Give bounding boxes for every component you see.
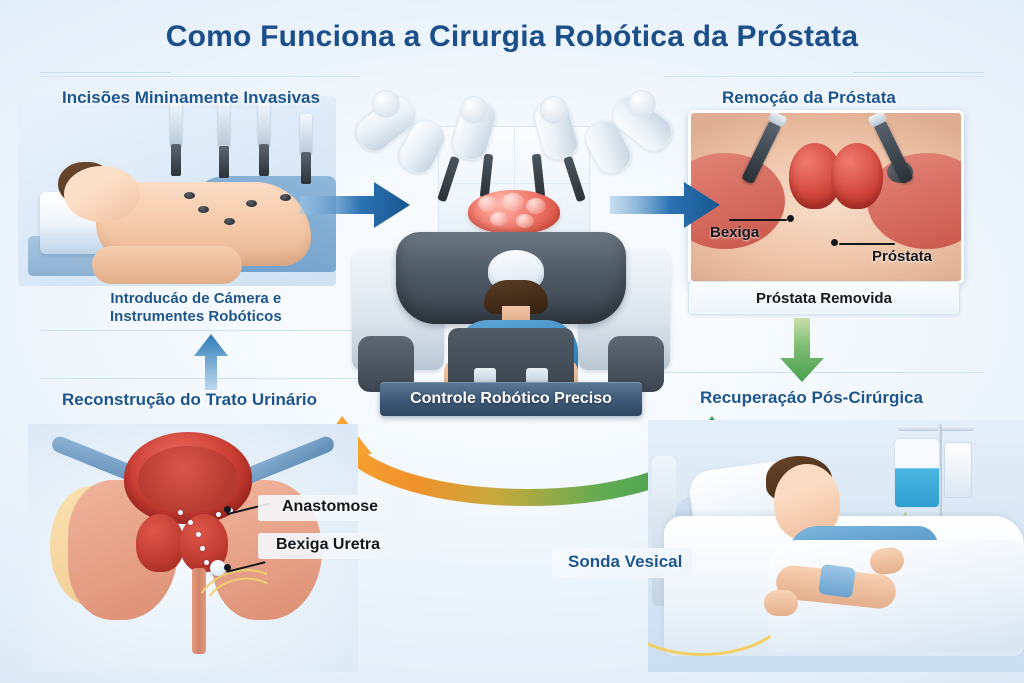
robotic-arm-joint-1 <box>372 90 400 118</box>
scene-robotic-arms <box>352 78 678 238</box>
prostate-lobe-right <box>831 143 883 209</box>
marker-prostata <box>831 239 838 246</box>
suture-4 <box>200 546 205 551</box>
trocar-3 <box>258 102 270 176</box>
patient-arm <box>92 246 242 284</box>
arrow-incision-to-introduction <box>194 334 228 390</box>
divider-left-lower <box>40 378 360 379</box>
anno-prostata: Próstata <box>872 248 933 265</box>
trocar-4 <box>300 114 312 184</box>
catheter-balloon <box>210 560 226 576</box>
incision-port-1 <box>184 192 195 199</box>
anno-panel-anastomose <box>258 495 416 521</box>
pelvic-muscle-right <box>867 153 961 249</box>
scene-post-surgical-recovery <box>648 420 1024 672</box>
anno-anastomose: Anastomose <box>282 498 379 515</box>
caption-prostate-removed: Próstata Removida <box>688 281 960 315</box>
incision-port-5 <box>224 218 235 225</box>
suture-2 <box>188 520 193 525</box>
iv-fluid-bag <box>894 438 940 508</box>
leader-prostata <box>839 243 895 245</box>
residual-tissue-left <box>136 514 184 572</box>
incision-port-3 <box>246 200 257 207</box>
anno-bexiga-uretra: Bexiga Uretra <box>276 536 381 553</box>
anno-panel-sonda <box>552 548 692 578</box>
step-label-incisions: Incisões Mininamente Invasivas <box>62 88 320 107</box>
robotic-arm-joint-2 <box>460 96 488 124</box>
incision-port-2 <box>198 206 209 213</box>
page-title: Como Funciona a Cirurgia Robótica da Pró… <box>165 20 859 53</box>
scene-minimally-invasive-incisions <box>18 96 336 286</box>
step-label-recovery: Recuperaçáo Pós-Cirúrgica <box>700 388 923 407</box>
title-divider-left <box>40 72 170 73</box>
marker-anastomose <box>224 506 231 513</box>
bladder <box>124 432 252 524</box>
divider-right-mid <box>664 372 984 373</box>
anno-sonda-vesical: Sonda Vesical <box>568 552 683 571</box>
arrow-removal-to-recovery <box>780 318 824 382</box>
prostate-tissue-mass <box>468 190 560 234</box>
suture-6 <box>216 512 221 517</box>
marker-bexiga <box>787 215 794 222</box>
step-label-prostate-removal: Remoçáo da Próstata <box>722 88 896 107</box>
iv-infusion-pump <box>944 442 972 498</box>
robotic-arm-joint-3 <box>540 96 568 124</box>
divider-left-mid <box>40 330 360 331</box>
title-divider-right <box>854 72 984 73</box>
iv-hanger-bar <box>898 426 974 431</box>
iv-pole <box>938 424 942 574</box>
anno-bexiga: Bexiga <box>710 224 760 241</box>
blood-pressure-cuff <box>818 563 856 599</box>
robotic-arm-joint-4 <box>628 90 656 118</box>
suture-3 <box>196 532 201 537</box>
urethra <box>192 568 206 654</box>
divider-right-upper <box>664 76 984 77</box>
incision-port-4 <box>280 194 291 201</box>
center-label-precise-robotic-control: Controle Robótico Preciso <box>380 382 642 416</box>
suture-5 <box>204 560 209 565</box>
trocar-2 <box>218 96 230 178</box>
divider-left-upper <box>40 76 360 77</box>
trocar-1 <box>170 100 182 176</box>
suture-1 <box>178 510 183 515</box>
step-label-urinary-reconstruction: Reconstrução do Trato Urinário <box>62 390 318 409</box>
step-label-instrument-introduction: Introducáo de Cámera e Instrumentes Robó… <box>110 290 282 325</box>
urinary-catheter-tube <box>648 558 790 656</box>
marker-bexiga-uretra <box>224 564 231 571</box>
patient-head <box>64 166 140 222</box>
leader-bexiga <box>729 219 787 221</box>
anno-panel-bexiga-uretra <box>258 533 416 559</box>
